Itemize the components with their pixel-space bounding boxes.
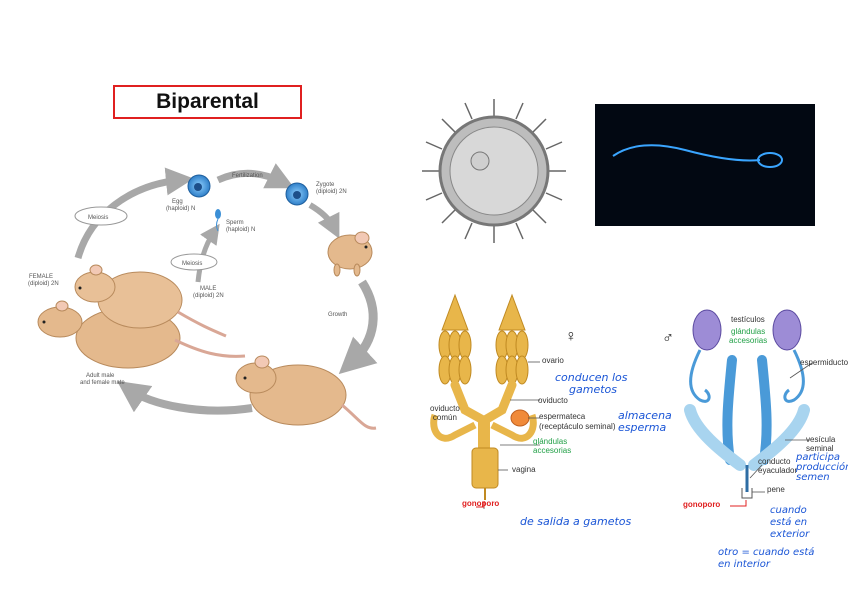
label-oviducto: oviducto	[538, 396, 568, 405]
ovary-right	[495, 293, 529, 385]
male-symbol: ♂	[662, 330, 674, 347]
label-egg-ploidy: (haploid) N	[166, 206, 195, 212]
female-symbol: ♀	[565, 328, 577, 345]
label-female-ploidy: (diploid) 2N	[28, 281, 59, 287]
label-vesicula-seminal: vesícula seminal	[806, 435, 836, 453]
cycle-arrow-zygote	[308, 202, 340, 239]
label-vagina: vagina	[512, 465, 536, 474]
accessory-gland-right	[490, 413, 537, 442]
label-glandulas-male: glándulas accesorias	[729, 327, 768, 345]
accessory-gland-right	[757, 355, 772, 465]
accessory-gland-left	[430, 413, 477, 442]
label-testiculos: testículos	[731, 315, 765, 324]
cycle-arrow-meiosis-female	[74, 167, 194, 259]
male-reproductive-diagram	[684, 309, 813, 507]
adult-mouse	[235, 355, 377, 430]
sperm-cell	[215, 209, 221, 232]
label-adult-mate: and female mate	[80, 380, 125, 386]
note-cuando-exterior: cuando está en exterior	[770, 505, 810, 540]
cycle-arrow-fertilization	[216, 163, 295, 189]
label-oviducto-comun: oviducto común	[430, 404, 460, 422]
cycle-arrow-return	[116, 380, 253, 415]
note-produccion-semen: participa producción semen	[796, 452, 848, 483]
female-reproductive-diagram	[430, 293, 540, 509]
label-adult: Adult male	[86, 373, 115, 379]
young-mouse	[327, 231, 373, 277]
label-glandulas-female: glándulas accesorias	[533, 437, 572, 455]
label-meiosis-female: Meiosis	[88, 215, 108, 221]
sperm-duct-left	[689, 349, 711, 403]
page-title: Biparental	[113, 85, 302, 119]
label-ovario: ovario	[542, 356, 564, 365]
ovary-left	[438, 293, 472, 385]
label-zygote: Zygote	[316, 182, 335, 188]
sperm-photo	[595, 104, 815, 226]
seminal-vesicle-left	[684, 404, 746, 471]
note-almacena-esperma: almacena esperma	[618, 409, 672, 434]
label-sperm: Sperm	[226, 220, 244, 226]
mating-mice	[37, 264, 246, 369]
label-male-ploidy: (diploid) 2N	[193, 293, 224, 299]
testis-left	[692, 309, 722, 351]
note-cuando-interior: otro = cuando está en interior	[718, 547, 815, 570]
vagina	[471, 447, 499, 489]
label-gonoporo-male: gonoporo	[683, 500, 721, 509]
cycle-arrow-growth	[338, 279, 378, 375]
testis-right	[772, 309, 802, 351]
label-sperm-ploidy: (haploid) N	[226, 227, 255, 233]
seminal-vesicle-right	[748, 404, 810, 471]
oviducts	[450, 380, 517, 425]
accessory-gland-left	[722, 355, 737, 465]
note-conducen-gametos: conducen los gametos	[555, 371, 628, 396]
sperm-duct-right	[783, 349, 805, 403]
label-pene: pene	[767, 485, 785, 494]
label-female: FEMALE	[29, 274, 53, 280]
ovum-illustration	[422, 99, 566, 243]
label-gonoporo-female: gonoporo	[462, 499, 500, 508]
meiosis-male-oval	[170, 253, 218, 271]
egg-cell	[187, 174, 211, 198]
label-meiosis-male: Meiosis	[182, 261, 202, 267]
label-conducto-eyaculador: conducto eyaculador	[758, 457, 798, 475]
meiosis-female-oval	[74, 206, 128, 226]
penis	[741, 488, 753, 499]
note-salida-gametos: de salida a gametos	[520, 515, 632, 528]
zygote-cell	[285, 182, 309, 206]
label-male: MALE	[200, 286, 216, 292]
label-espermateca: espermateca (receptáculo seminal)	[539, 412, 616, 431]
label-fertilization: Fertilization	[232, 173, 263, 179]
label-egg: Egg	[172, 199, 183, 205]
label-espermiducto: espermiducto	[800, 358, 848, 367]
label-zygote-ploidy: (diploid) 2N	[316, 189, 347, 195]
espermateca	[510, 409, 530, 427]
label-growth: Growth	[328, 312, 347, 318]
